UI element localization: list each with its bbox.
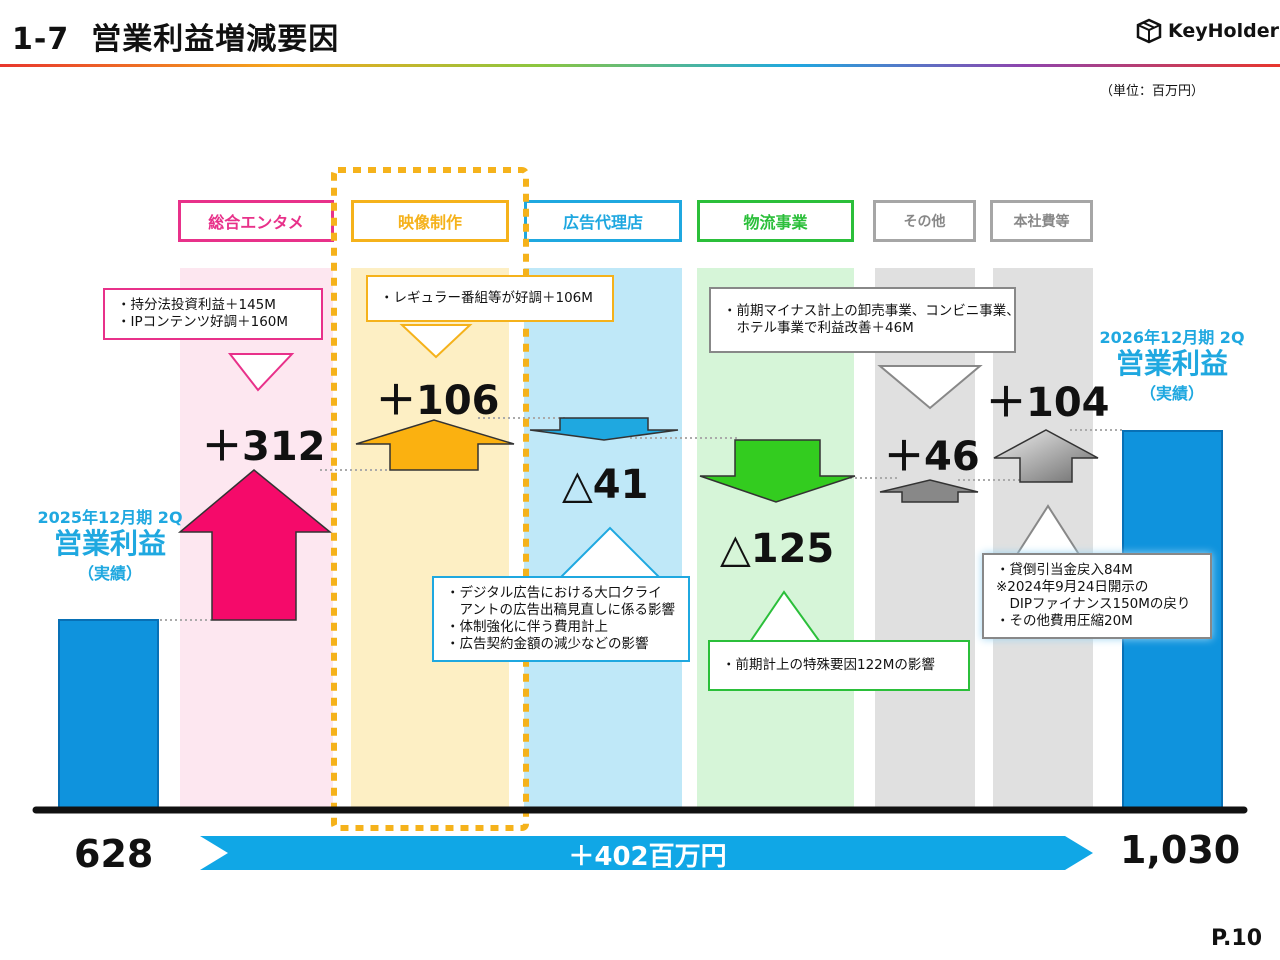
column-bg-eizo <box>351 268 509 808</box>
note-butsuryu: ・前期計上の特殊要因122Mの影響 <box>708 640 970 691</box>
page-number: P.10 <box>1210 926 1262 951</box>
category-header-butsuryu: 物流事業 <box>697 200 854 242</box>
delta-value-honsha: ＋104 <box>986 380 1110 426</box>
note-eizo: ・レギュラー番組等が好調＋106M <box>366 275 614 322</box>
delta-value-sonota: ＋46 <box>884 434 980 480</box>
category-header-eizo: 映像制作 <box>351 200 509 242</box>
note-honsha: ・貸倒引当金戻入84M※2024年9月24日開示の DIPファイナンス150Mの… <box>982 553 1212 639</box>
logo-text: KeyHolder <box>1168 20 1279 42</box>
unit-label: （単位：百万円） <box>1100 84 1205 99</box>
header-divider <box>0 64 1280 67</box>
arrow-kokoku-down <box>529 417 679 441</box>
delta-value-eizo: ＋106 <box>376 378 500 424</box>
category-header-entame: 総合エンタメ <box>178 200 334 242</box>
company-logo: KeyHolder <box>1136 18 1279 44</box>
section-number: 1-7 <box>12 22 70 57</box>
connector-lines <box>160 417 1125 621</box>
category-header-kokoku: 広告代理店 <box>524 200 682 242</box>
category-header-sonota: その他 <box>873 200 976 242</box>
arrow-honsha-up <box>993 429 1099 483</box>
cube-logo-icon <box>1136 18 1162 44</box>
total-change-arrow <box>200 836 1093 870</box>
column-bg-butsuryu <box>697 268 854 808</box>
column-bg-sonota <box>875 268 975 808</box>
arrow-sonota-up <box>879 479 979 503</box>
delta-value-kokoku: △41 <box>562 462 649 508</box>
total-change-label: ＋402百万円 <box>568 842 727 872</box>
category-header-honsha: 本社費等 <box>990 200 1093 242</box>
arrow-eizo-up <box>355 419 515 471</box>
arrow-entame-up <box>177 469 333 621</box>
note-entame: ・持分法投資利益＋145M・IPコンテンツ好調＋160M <box>103 288 323 340</box>
start-value: 628 <box>74 832 154 876</box>
note-sonota: ・前期マイナス計上の卸売事業、コンビニ事業、 ホテル事業で利益改善＋46M <box>709 287 1020 353</box>
arrow-butsuryu-down <box>699 439 856 503</box>
bar-start <box>58 619 159 811</box>
start-label: 2025年12月期 2Q 営業利益 （実績） <box>37 508 183 583</box>
note-kokoku: ・デジタル広告における大口クライ アントの広告出稿見直しに係る影響・体制強化に伴… <box>432 576 690 662</box>
highlight-frame <box>331 167 529 831</box>
delta-value-butsuryu: △125 <box>720 526 835 572</box>
end-value: 1,030 <box>1120 828 1241 872</box>
delta-value-entame: ＋312 <box>202 424 326 470</box>
page-title: 1-7 営業利益増減要因 <box>12 14 339 58</box>
end-label: 2026年12月期 2Q 営業利益 （実績） <box>1099 328 1245 403</box>
title-text: 営業利益増減要因 <box>91 22 340 57</box>
